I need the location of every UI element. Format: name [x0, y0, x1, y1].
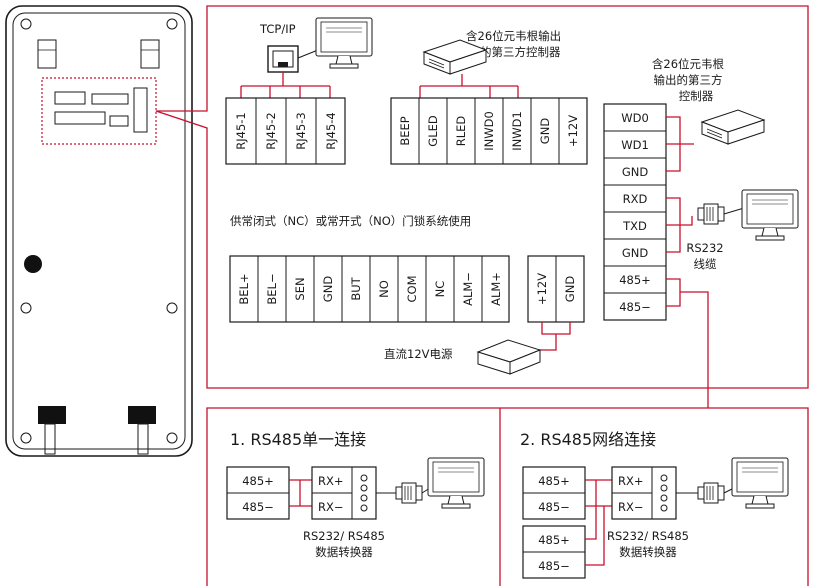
wiegand-top-label-2: 的第三方控制器	[480, 45, 561, 59]
pin-485p: 485+	[619, 273, 651, 287]
power-supply-icon	[476, 339, 542, 375]
pin-wd1: WD1	[621, 138, 649, 152]
single-485p: 485+	[242, 474, 274, 488]
serial-connector-icon	[697, 203, 725, 225]
pin-rj45-4: RJ45-4	[324, 112, 338, 149]
wiegand-right-label-3: 控制器	[679, 89, 714, 103]
pin-rj45-2: RJ45-2	[264, 112, 278, 149]
pin-rxd: RXD	[623, 192, 648, 206]
right-terminal-group: 含26位元韦根 输出的第三方 控制器 WD0 WD1 GND RXD TXD G…	[603, 57, 799, 408]
computer-monitor-icon	[741, 189, 799, 241]
lock-group: 供常闭式（NC）或常开式（NO）门锁系统使用 BEL+ BEL− SEN GND…	[229, 214, 510, 323]
power-group: +12V GND 直流12V电源	[384, 255, 585, 375]
pin-12v-power: +12V	[535, 273, 549, 305]
pin-rled: RLED	[454, 116, 468, 147]
pin-beep: BEEP	[398, 116, 412, 145]
pin-rj45-3: RJ45-3	[294, 112, 308, 149]
net-rxn: RX−	[618, 500, 644, 514]
bottom-panels-frame	[206, 407, 809, 586]
pin-com: COM	[405, 275, 419, 302]
power-label: 直流12V电源	[384, 347, 453, 361]
pin-sen: SEN	[293, 277, 307, 300]
callout-frame	[155, 5, 809, 389]
pin-bel-minus: BEL−	[265, 273, 279, 304]
pin-nc: NC	[433, 281, 447, 298]
rs232-label-1: RS232	[686, 241, 723, 255]
pin-wd0: WD0	[621, 111, 649, 125]
net-b-485n: 485−	[538, 559, 570, 573]
pin-no: NO	[377, 280, 391, 298]
pin-inwd0: INWD0	[482, 111, 496, 151]
serial-connector-icon	[697, 482, 725, 504]
rs485-network-title: 2. RS485网络连接	[520, 430, 656, 449]
tcpip-label: TCP/IP	[259, 22, 296, 36]
pin-gnd-lock: GND	[321, 276, 335, 303]
rj45-port-icon	[267, 45, 299, 73]
single-rxn: RX−	[318, 500, 344, 514]
pin-alm-minus: ALM−	[461, 272, 475, 306]
pin-gnd-r2: GND	[622, 246, 649, 260]
pin-gnd-power: GND	[563, 276, 577, 303]
pin-485n: 485−	[619, 300, 651, 314]
net-conv-label-2: 数据转换器	[619, 545, 677, 559]
single-485n: 485−	[242, 500, 274, 514]
pin-alm-plus: ALM+	[489, 272, 503, 306]
pin-bel-plus: BEL+	[237, 273, 251, 304]
pin-gled: GLED	[426, 115, 440, 147]
single-conv-label-2: 数据转换器	[315, 545, 373, 559]
wiegand-right-label-1: 含26位元韦根	[652, 57, 725, 71]
lock-label: 供常闭式（NC）或常开式（NO）门锁系统使用	[230, 214, 471, 228]
controller-box-icon	[701, 109, 765, 145]
wiegand-right-label-2: 输出的第三方	[654, 73, 723, 87]
net-a-485p: 485+	[538, 474, 570, 488]
net-a-485n: 485−	[538, 500, 570, 514]
pin-gnd-r1: GND	[622, 165, 649, 179]
pin-but: BUT	[349, 276, 363, 300]
rs485-single-group: 1. RS485单一连接 485+ 485− RX+ RX− RS232/ RS…	[226, 430, 485, 559]
pin-gnd-top: GND	[538, 118, 552, 145]
access-terminal-device	[5, 5, 193, 457]
computer-monitor-icon	[315, 17, 373, 69]
tcpip-group: TCP/IP RJ45-1 RJ45-2 RJ45-3 RJ45-4	[225, 17, 373, 165]
rs485-network-group: 2. RS485网络连接 485+ 485− 485+ 485− RX+ RX−…	[520, 430, 789, 579]
wiegand-top-group: 含26位元韦根输出 的第三方控制器 BEEP GLED RLED INWD0 I…	[390, 29, 588, 165]
pin-12v-top: +12V	[566, 115, 580, 147]
controller-box-icon	[423, 39, 487, 75]
pin-rj45-1: RJ45-1	[234, 112, 248, 149]
serial-connector-icon	[395, 482, 423, 504]
computer-monitor-icon	[427, 457, 485, 509]
net-rxp: RX+	[618, 474, 644, 488]
single-rxp: RX+	[318, 474, 344, 488]
rs485-single-title: 1. RS485单一连接	[230, 430, 366, 449]
pin-txd: TXD	[622, 219, 647, 233]
net-b-485p: 485+	[538, 533, 570, 547]
single-conv-label-1: RS232/ RS485	[303, 529, 385, 543]
wiegand-top-label-1: 含26位元韦根输出	[466, 29, 561, 43]
computer-monitor-icon	[731, 457, 789, 509]
pin-inwd1: INWD1	[510, 111, 524, 151]
rs232-label-2: 线缆	[694, 257, 717, 271]
net-conv-label-1: RS232/ RS485	[607, 529, 689, 543]
